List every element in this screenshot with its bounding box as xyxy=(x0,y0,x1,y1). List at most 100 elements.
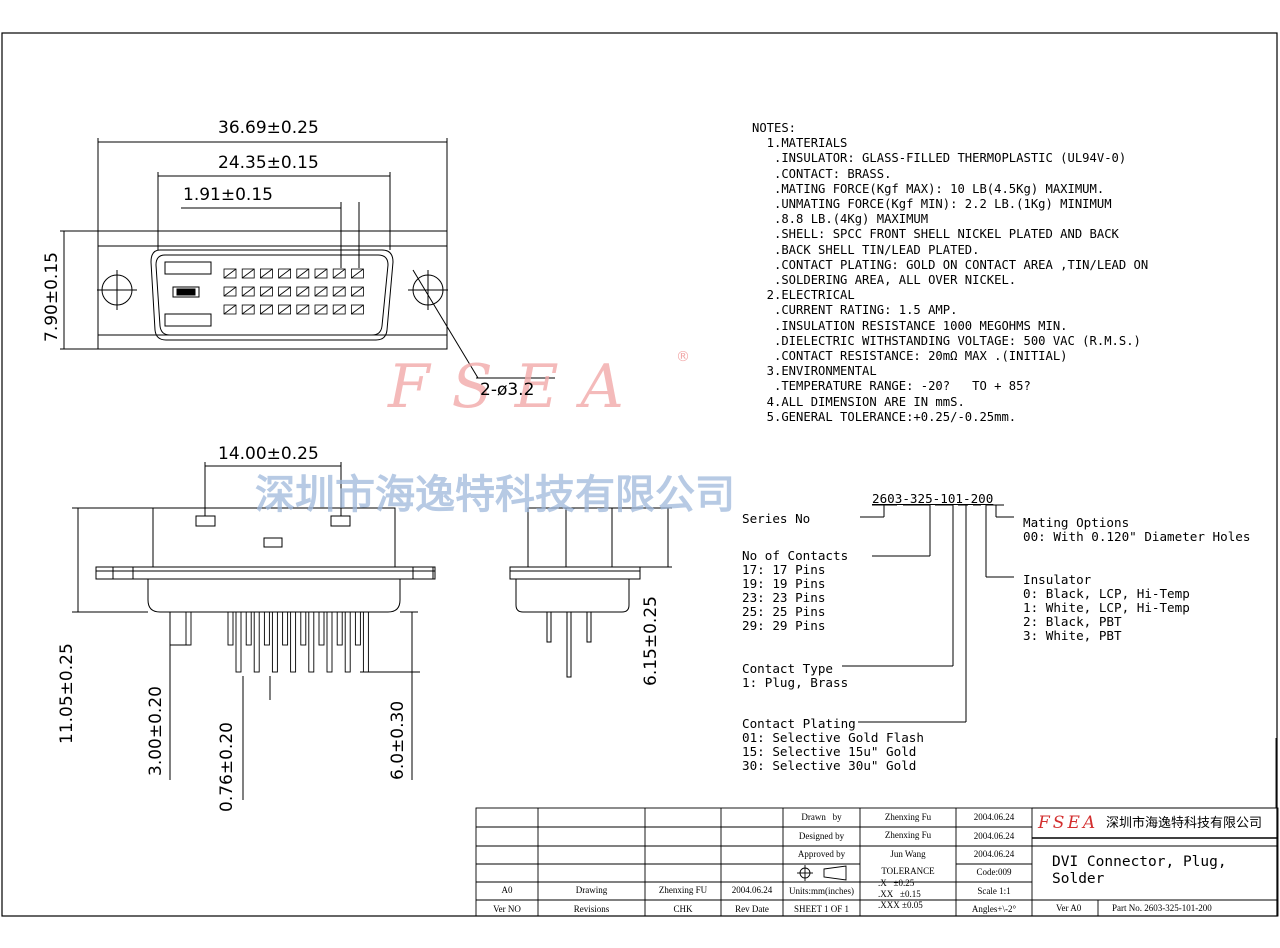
pn-line: 23: 23 Pins xyxy=(742,590,826,605)
contact-cavity-hatch xyxy=(278,286,291,297)
contact-cavity xyxy=(259,286,273,297)
note-line: 4.ALL DIMENSION ARE IN mmS. xyxy=(752,394,965,409)
note-line: .CONTACT PLATING: GOLD ON CONTACT AREA ,… xyxy=(752,257,1149,272)
dim-pin-dia: 0.76±0.20 xyxy=(217,722,237,812)
contact-cavity-hatch xyxy=(278,268,291,279)
pn-line: 15: Selective 15u" Gold xyxy=(742,744,917,759)
pn-line: 19: 19 Pins xyxy=(742,576,826,591)
note-line: NOTES: xyxy=(752,121,797,135)
contact-tail xyxy=(282,611,289,646)
contact-cavity xyxy=(278,286,292,297)
contact-cavity xyxy=(314,286,328,297)
note-line: .CONTACT: BRASS. xyxy=(752,166,892,181)
contact-cavity xyxy=(314,304,328,315)
pn-line: 0: Black, LCP, Hi-Temp xyxy=(1023,586,1190,601)
contact-cavity-hatch xyxy=(314,268,328,279)
tb-designed-date: 2004.06.24 xyxy=(973,831,1015,841)
dim-tail-len: 6.0±0.30 xyxy=(388,700,408,780)
contact-tail xyxy=(336,611,343,646)
contact-cavity-hatch xyxy=(241,268,255,279)
contact-cavity-hatch xyxy=(296,286,310,297)
pn-leaders xyxy=(842,504,1014,723)
contact-cavity xyxy=(241,268,255,279)
pn-line: Contact Type xyxy=(742,661,833,676)
contact-tail xyxy=(362,611,369,673)
tb-units: Units:mm(inches) xyxy=(789,886,854,896)
note-line: 3.ENVIRONMENTAL xyxy=(752,364,877,379)
pn-line: 30: Selective 30u" Gold xyxy=(742,758,917,773)
part-number-code: 2603-325-101-200 xyxy=(872,491,994,506)
contact-cavity xyxy=(278,304,292,315)
pn-series: Series No xyxy=(742,512,810,526)
tb-tol-x: .X ±0.25 xyxy=(878,878,915,888)
tb-rev-chk: Zhenxing FU xyxy=(658,885,708,895)
contact-tail xyxy=(271,611,278,673)
note-line: .TEMPERATURE RANGE: -20? TO + 85? xyxy=(752,379,1031,394)
side-view-a xyxy=(72,462,436,800)
note-line: .CONTACT RESISTANCE: 20mΩ MAX .(INITIAL) xyxy=(752,349,1068,364)
contact-tail xyxy=(290,611,297,673)
dim-side-height: 6.15±0.25 xyxy=(641,596,661,686)
tb-rev-ver: A0 xyxy=(501,885,513,895)
note-line: .8.8 LB.(4Kg) MAXIMUM xyxy=(752,212,929,227)
contact-tail xyxy=(235,611,242,673)
contact-cavity-hatch xyxy=(332,286,346,297)
contact-cavity-hatch xyxy=(260,268,273,279)
notes-block: NOTES: 1.MATERIALS .INSULATOR: GLASS-FIL… xyxy=(752,121,1148,425)
contact-tail xyxy=(245,611,252,646)
front-view xyxy=(60,138,555,379)
contact-cavity xyxy=(296,286,310,297)
contact-cavity-hatch xyxy=(314,304,328,315)
contact-cavity xyxy=(223,268,237,279)
dim-total-height: 11.05±0.25 xyxy=(57,643,77,744)
tb-drawn-label: Drawn by xyxy=(801,812,842,822)
note-line: .SOLDERING AREA, ALL OVER NICKEL. xyxy=(752,273,1017,288)
note-line: 1.MATERIALS xyxy=(752,136,848,151)
dim-height: 7.90±0.15 xyxy=(42,252,62,342)
contact-tail xyxy=(227,611,234,646)
tb-hdr-revisions: Revisions xyxy=(573,904,610,914)
dim-pin-len: 3.00±0.20 xyxy=(146,686,166,776)
pn-line: 1: Plug, Brass xyxy=(742,675,849,690)
note-line: 2.ELECTRICAL xyxy=(752,288,855,303)
contact-cavity-hatch xyxy=(260,286,273,297)
contact-cavity-hatch xyxy=(223,286,237,297)
note-line: .INSULATION RESISTANCE 1000 MEGOHMS MIN. xyxy=(752,318,1068,333)
pn-line: 2: Black, PBT xyxy=(1023,614,1122,629)
contact-tail xyxy=(300,611,307,646)
contact-cavity xyxy=(278,268,292,279)
contact-cavity xyxy=(241,304,255,315)
contact-tail xyxy=(354,611,361,646)
tb-designed-name: Zhenxing Fu xyxy=(884,830,932,840)
note-line: .MATING FORCE(Kgf MAX): 10 LB(4.5Kg) MAX… xyxy=(752,181,1105,196)
note-line: 5.GENERAL TOLERANCE:+0.25/-0.25mm. xyxy=(752,409,1017,424)
dim-overall-width: 36.69±0.25 xyxy=(218,118,319,138)
dim-side-width: 14.00±0.25 xyxy=(218,444,319,464)
note-line: .BACK SHELL TIN/LEAD PLATED. xyxy=(752,242,980,257)
contact-cavity-hatch xyxy=(223,304,237,315)
tb-approved-date: 2004.06.24 xyxy=(973,849,1015,859)
tb-company: 深圳市海逸特科技有限公司 xyxy=(1106,816,1263,831)
tb-logo: FSEA xyxy=(1038,813,1099,833)
tb-ver: Ver A0 xyxy=(1056,903,1082,913)
pn-line: 17: 17 Pins xyxy=(742,562,826,577)
contact-cavity xyxy=(350,286,364,297)
contact-cavity xyxy=(296,304,310,315)
tb-hdr-ver: Ver NO xyxy=(493,904,521,914)
contact-cavity xyxy=(296,268,310,279)
tb-approved-label: Approved by xyxy=(797,849,846,859)
dim-mid-width: 24.35±0.15 xyxy=(218,153,319,173)
pn-line: 3: White, PBT xyxy=(1023,628,1122,643)
pn-line: 29: 29 Pins xyxy=(742,618,826,633)
tb-rev-desc: Drawing xyxy=(575,885,608,895)
dim-pitch: 1.91±0.15 xyxy=(183,185,273,205)
tb-tol-xxx: .XXX ±0.05 xyxy=(878,900,923,910)
contact-cavity-hatch xyxy=(278,304,291,315)
contact-cavity-hatch xyxy=(241,286,255,297)
contact-tail xyxy=(326,611,333,673)
title-block xyxy=(475,738,1279,917)
